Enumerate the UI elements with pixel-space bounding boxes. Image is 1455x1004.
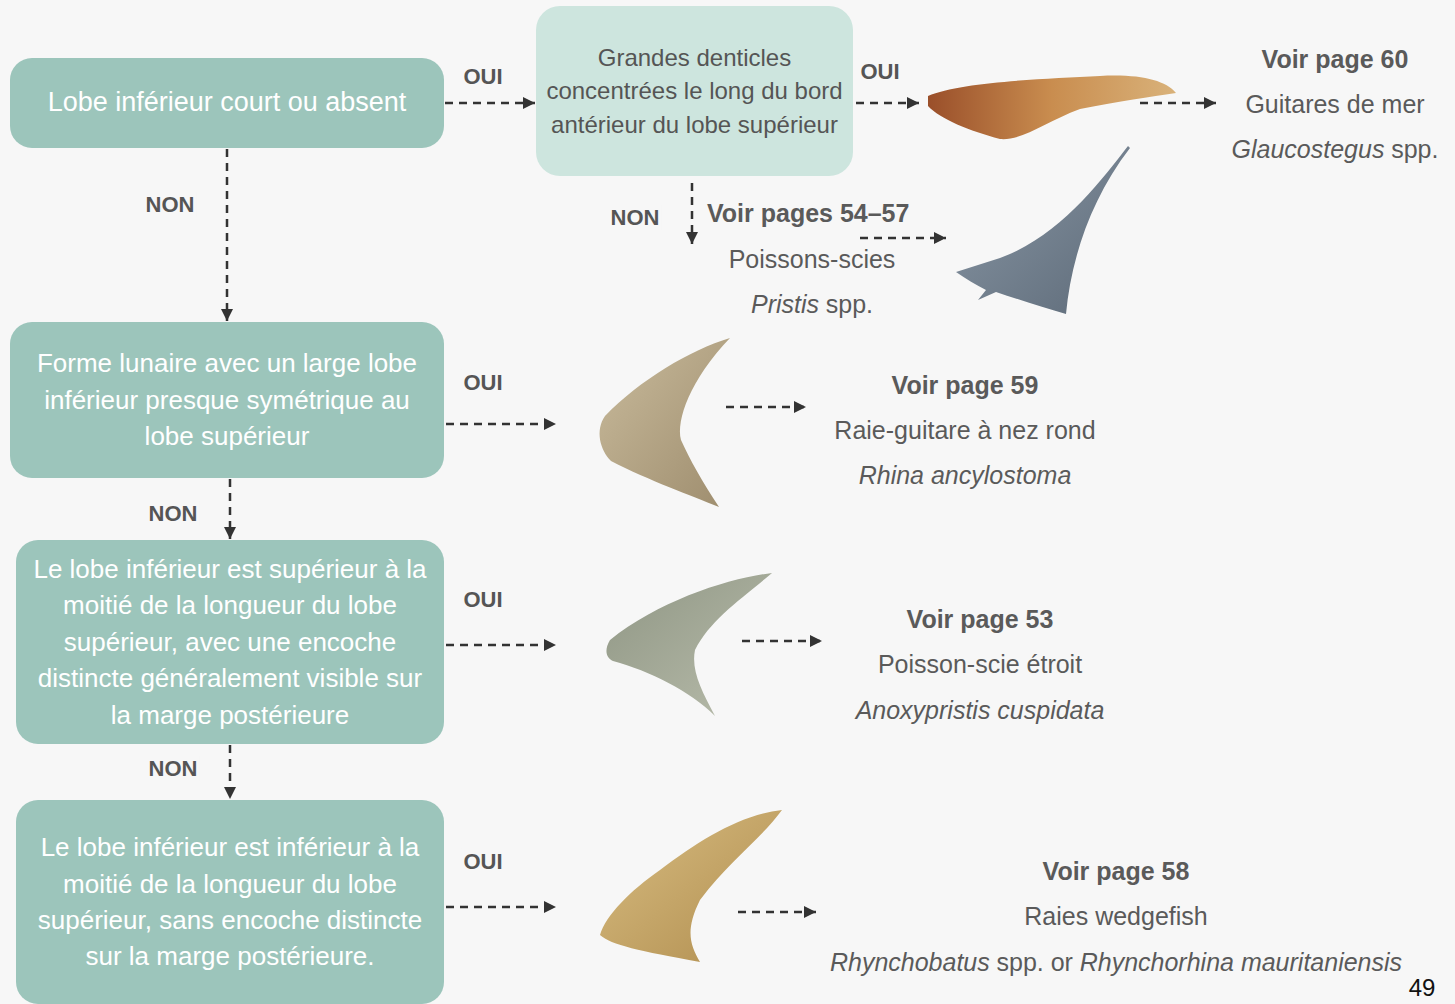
pointer-arrow: [446, 906, 556, 909]
pointer-arrow: [726, 406, 806, 409]
label-line: Pristisspp.: [751, 289, 873, 319]
result-text: Raies wedgefish: [1024, 902, 1207, 930]
decision-box: Grandes denticles concentrées le long du…: [536, 6, 853, 176]
fin-rhynchobatus: [600, 810, 782, 962]
result-text: OUI: [860, 59, 899, 84]
result-text: 49: [1409, 974, 1436, 1001]
fin-glaucostegus: [928, 76, 1176, 140]
decision-box: Le lobe inférieur est supérieur à la moi…: [16, 540, 444, 744]
label-line: Voir page 59: [892, 370, 1039, 400]
pointer-arrow: [446, 423, 556, 426]
flow-arrow: [445, 102, 535, 105]
decision-box: Forme lunaire avec un large lobe inférie…: [10, 322, 444, 478]
result-text: Voir page 53: [907, 605, 1054, 633]
label-line: Glaucostegusspp.: [1232, 134, 1439, 164]
pointer-arrow: [742, 640, 822, 643]
species-name: Rhynchobatus: [830, 948, 990, 976]
label-line: OUI: [461, 370, 504, 396]
decision-box: Le lobe inférieur est inférieur à la moi…: [16, 800, 444, 1004]
species-name: Glaucostegus: [1232, 135, 1385, 163]
result-text: Voir page 58: [1043, 857, 1190, 885]
result-text: Raie-guitare à nez rond: [834, 416, 1095, 444]
result-text: Poisson-scie étroit: [878, 650, 1082, 678]
pointer-arrow: [860, 237, 946, 240]
label-line: Voir page 58: [1043, 856, 1190, 886]
label-line: Anoxypristis cuspidata: [856, 695, 1105, 725]
result-text: Poissons-scies: [729, 245, 896, 273]
label-line: Rhynchobatusspp. orRhynchorhina mauritan…: [830, 947, 1402, 977]
label-line: OUI: [461, 849, 504, 875]
fin-anoxypristis: [606, 573, 772, 716]
box-text: Grandes denticles concentrées le long du…: [546, 41, 843, 142]
edge-label: NON: [144, 192, 197, 218]
label-line: Voir page 60: [1262, 44, 1409, 74]
species-name: Rhina ancylostoma: [859, 461, 1072, 489]
edge-label: NON: [147, 501, 200, 527]
label-line: Poissons-scies: [729, 244, 896, 274]
result-text: OUI: [463, 370, 502, 395]
label-line: NON: [609, 205, 662, 231]
species-name: Pristis: [751, 290, 819, 318]
flow-arrow: [229, 745, 232, 799]
pointer-arrow: [856, 102, 919, 105]
result-text: Voir pages 54–57: [707, 199, 909, 227]
edge-label: OUI: [461, 64, 504, 90]
result-text: spp. or: [997, 948, 1073, 976]
pointer-arrow: [738, 911, 816, 914]
fin-rhina: [600, 338, 730, 507]
decision-box: Lobe inférieur court ou absent: [10, 58, 444, 148]
label-line: OUI: [858, 59, 901, 85]
species-name: Anoxypristis cuspidata: [856, 696, 1105, 724]
label-line: Guitares de mer: [1245, 89, 1424, 119]
species-name: Rhynchorhina mauritaniensis: [1080, 948, 1402, 976]
label-line: OUI: [461, 587, 504, 613]
label-line: Poisson-scie étroit: [878, 649, 1082, 679]
label-line: Voir pages 54–57: [707, 198, 909, 228]
label-line: 49: [1409, 974, 1436, 1003]
flow-arrow: [226, 149, 229, 321]
pointer-arrow: [1140, 102, 1216, 105]
label-line: Raies wedgefish: [1024, 901, 1207, 931]
result-text: NON: [611, 205, 660, 230]
flow-arrow: [229, 479, 232, 539]
box-text: Forme lunaire avec un large lobe inférie…: [20, 345, 434, 454]
pointer-arrows: [446, 103, 1216, 912]
box-text: Le lobe inférieur est inférieur à la moi…: [26, 829, 434, 975]
fin-pristis: [956, 146, 1130, 314]
label-line: Voir page 53: [907, 604, 1054, 634]
box-text: Le lobe inférieur est supérieur à la moi…: [26, 551, 434, 733]
pointer-arrow: [446, 644, 556, 647]
result-text: Voir page 60: [1262, 45, 1409, 73]
edge-label: NON: [147, 756, 200, 782]
result-text: Voir page 59: [892, 371, 1039, 399]
result-text: spp.: [1391, 135, 1438, 163]
result-text: spp.: [826, 290, 873, 318]
pointer-arrow: [691, 183, 694, 244]
result-text: OUI: [463, 587, 502, 612]
box-text: Lobe inférieur court ou absent: [48, 84, 407, 122]
label-line: Rhina ancylostoma: [859, 460, 1072, 490]
label-line: Raie-guitare à nez rond: [834, 415, 1095, 445]
result-text: OUI: [463, 849, 502, 874]
result-text: Guitares de mer: [1245, 90, 1424, 118]
